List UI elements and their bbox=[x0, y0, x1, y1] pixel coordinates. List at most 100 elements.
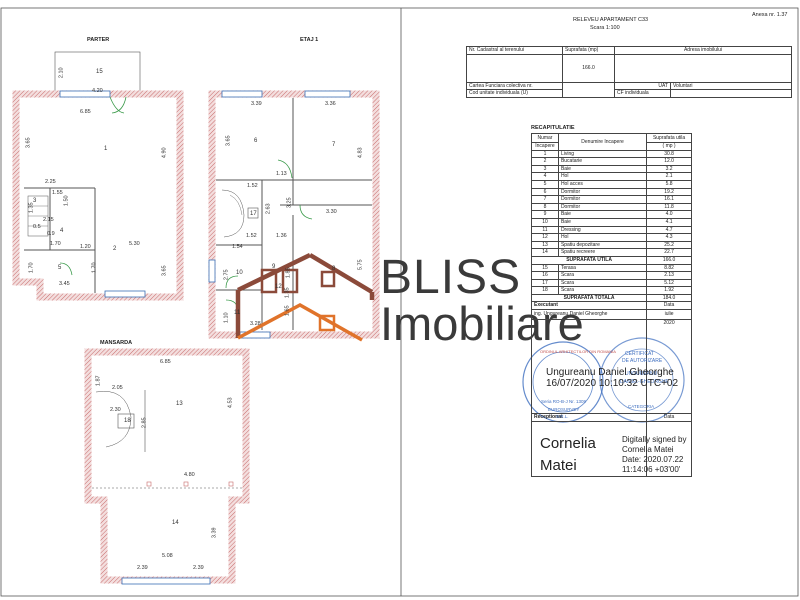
door-arc bbox=[277, 159, 293, 179]
recap-cell-area: 22.7 bbox=[646, 248, 692, 257]
recap-cell-no: 4 bbox=[531, 172, 559, 181]
util-label: SUPRAFATA UTILA bbox=[530, 255, 648, 265]
dimension-label: 5.75 bbox=[357, 259, 364, 271]
recap-cell-no: 17 bbox=[531, 278, 559, 288]
recap-title: RECAPITULATIE bbox=[531, 125, 575, 131]
recap-cell-no: 7 bbox=[531, 195, 559, 204]
recap-cell-area: 4.1 bbox=[646, 217, 692, 227]
dimension-label: 0.5 bbox=[33, 224, 41, 230]
mansarda-title: MANSARDA bbox=[100, 340, 133, 346]
signature2-line4: 11:14:06 +03'00' bbox=[622, 465, 681, 474]
recap-cell-name: Terasa bbox=[557, 263, 648, 273]
door-arc bbox=[225, 275, 239, 289]
room-number: 13 bbox=[176, 401, 183, 407]
signature2-line2: Cornelia Matei bbox=[622, 445, 674, 454]
recap-cell-no: 12 bbox=[531, 233, 559, 242]
room-number: 14 bbox=[172, 520, 179, 526]
recap-cell-name: Spatiu depozitare bbox=[557, 240, 648, 250]
parter-title: PARTER bbox=[87, 37, 110, 43]
room-number: 12 bbox=[275, 284, 282, 290]
recap-cell-area: 2.1 bbox=[646, 172, 692, 181]
recap-cell-area: 4.7 bbox=[646, 225, 692, 235]
dimension-label: 3.45 bbox=[59, 281, 70, 287]
dimension-label: 4.83 bbox=[357, 147, 364, 159]
stamp1-text-1: Seria RO-B-J Nr. 1309 bbox=[541, 399, 587, 404]
recap-cell-name: Dormitor bbox=[557, 202, 648, 212]
recept-label: Receptionat bbox=[530, 413, 648, 422]
dimension-label: 1.10 bbox=[223, 312, 230, 324]
signature2-line3: Date: 2020.07.22 bbox=[622, 455, 684, 464]
total-value: 184.0 bbox=[646, 293, 692, 303]
room-number: 1 bbox=[104, 146, 108, 152]
recap-cell-area: 5.12 bbox=[646, 278, 692, 288]
executant-name: ing. Ungureanu Daniel Gheorghe bbox=[530, 309, 648, 321]
window bbox=[121, 577, 211, 585]
recap-cell-area: 12.0 bbox=[646, 157, 692, 166]
door-arc bbox=[111, 96, 127, 114]
signature1-date: 16/07/2020 10:10:32 UTC+02 bbox=[546, 378, 679, 389]
dimension-label: 1.55 bbox=[52, 190, 63, 196]
dimension-label: 5.08 bbox=[162, 553, 173, 559]
room-number: 17 bbox=[250, 211, 257, 217]
room-number: 18 bbox=[124, 418, 131, 424]
util-value: 166.0 bbox=[646, 255, 692, 265]
recap-cell-no: 3 bbox=[531, 164, 559, 174]
dimension-label: 4.53 bbox=[227, 397, 234, 409]
signature2-name2: Matei bbox=[540, 457, 577, 474]
recap-cell-name: Spatiu recreere bbox=[557, 248, 648, 257]
executant-label: Executant bbox=[530, 301, 648, 311]
recap-cell-no: 13 bbox=[531, 240, 559, 250]
room-number: 10 bbox=[236, 270, 243, 276]
room-number: 8 bbox=[332, 266, 336, 272]
dimension-label: 6.85 bbox=[80, 109, 91, 115]
address-label: Adresa imobilului bbox=[614, 46, 792, 55]
recap-cell-name: Baie bbox=[557, 217, 648, 227]
logo-bliss-text: BLISS bbox=[380, 251, 522, 304]
stamp2-text-3: UNGUREANU bbox=[625, 371, 658, 377]
dimension-label: 5.30 bbox=[129, 241, 140, 247]
room-number: 15 bbox=[96, 69, 103, 75]
stamp2-text-2: DE AUTORIZARE bbox=[622, 358, 663, 364]
cadastral-label: Nr. Cadastral al terenului bbox=[466, 46, 563, 55]
executant-date-year: 2020 bbox=[646, 319, 692, 415]
dimension-label: 1.70 bbox=[28, 262, 35, 274]
room-number: 9 bbox=[272, 264, 276, 270]
bliss-logo bbox=[235, 252, 375, 342]
col-area-header: Suprafata utila bbox=[646, 133, 692, 143]
annex-label: Anexa nr. 1.37 bbox=[752, 12, 788, 18]
room-number: 2 bbox=[113, 246, 117, 252]
recap-cell-no: 14 bbox=[531, 248, 559, 257]
dimension-label: 3.30 bbox=[326, 209, 337, 215]
plan-mansarda bbox=[84, 348, 250, 585]
dimension-label: 4.90 bbox=[161, 147, 168, 159]
recap-cell-area: 30.8 bbox=[646, 149, 692, 159]
recap-cell-name: Scara bbox=[557, 278, 648, 288]
recap-cell-name: Bucatarie bbox=[557, 157, 648, 166]
recap-cell-name: Dormitor bbox=[557, 187, 648, 197]
cf-label: CF individuala bbox=[614, 89, 671, 98]
window bbox=[104, 290, 146, 298]
dimension-label: 0.9 bbox=[47, 231, 55, 237]
dimension-label: 1.36 bbox=[276, 233, 287, 239]
dimension-label: 1.52 bbox=[247, 183, 258, 189]
dimension-label: 1.87 bbox=[95, 375, 102, 387]
recap-cell-name: Baie bbox=[557, 210, 648, 219]
recap-cell-area: 16.1 bbox=[646, 195, 692, 204]
area-value: 166.0 bbox=[562, 53, 615, 83]
dimension-label: 3.39 bbox=[251, 101, 262, 107]
plan-etaj bbox=[208, 90, 380, 339]
recap-cell-no: 11 bbox=[531, 225, 559, 235]
dimension-label: 1.20 bbox=[80, 244, 91, 250]
col-area-header2: ( mp ) bbox=[646, 142, 692, 151]
stair-spiral bbox=[95, 391, 132, 448]
recap-cell-area: 2.13 bbox=[646, 271, 692, 280]
recap-cell-no: 1 bbox=[531, 149, 559, 159]
stamp1-text-2: EUROSURVEY bbox=[548, 407, 580, 412]
dimension-label: 2.75 bbox=[223, 269, 230, 281]
